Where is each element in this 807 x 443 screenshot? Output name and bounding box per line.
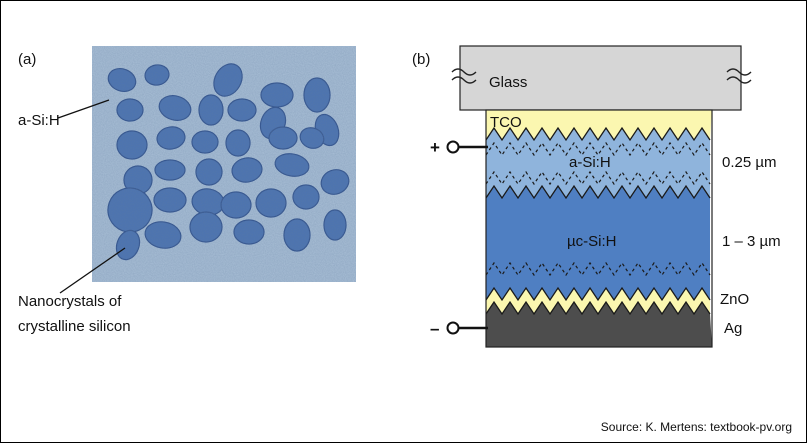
positive-terminal: + bbox=[430, 138, 488, 157]
uc-si-thickness: 1 – 3 µm bbox=[722, 233, 781, 250]
zno-label: ZnO bbox=[720, 291, 749, 308]
nanocrystal-label-line1: Nanocrystals of bbox=[18, 293, 122, 310]
interface-dash-a-si bbox=[485, 170, 711, 186]
matrix-label: a-Si:H bbox=[18, 112, 60, 129]
ag-label: Ag bbox=[724, 320, 742, 337]
stack-outline bbox=[485, 109, 713, 348]
a-si-thickness: 0.25 µm bbox=[722, 154, 777, 171]
zno-interface-line bbox=[485, 286, 711, 302]
negative-terminal-sign: – bbox=[430, 319, 439, 338]
a-si-layer-label: a-Si:H bbox=[569, 154, 611, 171]
a-si-uc-si-interface-line bbox=[485, 184, 711, 200]
glass-break-left-icon bbox=[451, 68, 477, 84]
ag-interface-line bbox=[485, 300, 711, 316]
tco-interface-line bbox=[485, 126, 711, 142]
positive-terminal-sign: + bbox=[430, 138, 440, 157]
nanocrystal-label-line2: crystalline silicon bbox=[18, 318, 131, 335]
panel-a-label: (a) bbox=[18, 51, 36, 68]
panel-a-micrograph bbox=[92, 46, 356, 282]
uc-si-layer bbox=[486, 186, 710, 300]
solar-cell-stack: Glass TCO a-Si:H µc-Si:H ZnO Ag 0.25 µm … bbox=[451, 45, 781, 348]
interface-dash-uc-si bbox=[485, 261, 711, 277]
nanocrystal-pointer-line bbox=[59, 247, 126, 294]
source-credit: Source: K. Mertens: textbook-pv.org bbox=[601, 420, 792, 434]
tco-label: TCO bbox=[490, 114, 522, 131]
positive-terminal-icon bbox=[446, 140, 460, 154]
a-si-layer bbox=[486, 128, 710, 198]
panel-b-label: (b) bbox=[412, 51, 430, 68]
glass-label: Glass bbox=[489, 74, 527, 91]
negative-terminal: – bbox=[430, 319, 488, 338]
tco-layer bbox=[486, 110, 712, 140]
uc-si-layer-label: µc-Si:H bbox=[567, 233, 616, 250]
glass-break-right-icon bbox=[726, 68, 752, 84]
ag-layer bbox=[486, 302, 712, 347]
matrix-pointer-line bbox=[57, 99, 110, 119]
negative-terminal-icon bbox=[446, 321, 460, 335]
interface-dash-top bbox=[485, 141, 711, 157]
